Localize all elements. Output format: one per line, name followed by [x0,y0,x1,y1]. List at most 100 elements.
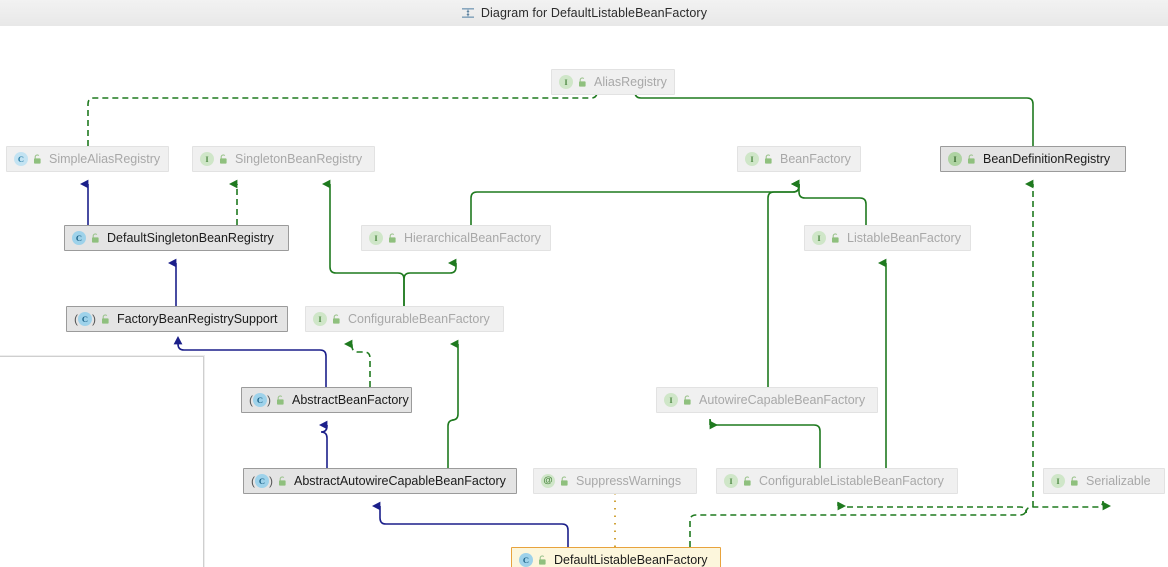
class-node-hierarchicalbeanfactory[interactable]: I HierarchicalBeanFactory [361,225,551,251]
abstract-marker: C [249,393,271,407]
class-node-label: AliasRegistry [594,74,667,89]
edge-hierarchicalbeanfactory-beanfactory [470,179,800,225]
node-icons: I [559,75,588,89]
node-icons: I [1051,474,1080,488]
node-icons: @ [541,474,570,488]
lock-icon [277,394,284,405]
class-node-autowirecapablebeanfactory[interactable]: I AutowireCapableBeanFactory [656,387,878,413]
class-node-serializable[interactable]: I Serializable [1043,468,1165,494]
class-node-label: ListableBeanFactory [847,230,961,245]
edge-defaultlistablebeanfactory-serializable [1025,500,1111,514]
node-icons: I [948,152,977,166]
edge-abstractbeanfactory-configurablebeanfactory [344,339,371,387]
class-node-label: AbstractAutowireCapableBeanFactory [294,473,506,488]
class-node-beanfactory[interactable]: I BeanFactory [737,146,861,172]
interface-icon: I [664,393,678,407]
lock-icon [34,153,41,164]
diagram-icon [461,7,475,20]
window-title: Diagram for DefaultListableBeanFactory [480,6,708,20]
lock-icon [832,232,839,243]
class-node-label: DefaultSingletonBeanRegistry [107,230,274,245]
class-node-configurablelistablebeanfactory[interactable]: I ConfigurableListableBeanFactory [716,468,958,494]
class-node-aliasregistry[interactable]: I AliasRegistry [551,69,675,95]
edge-abstractbeanfactory-factorybeanregistrysupport [170,339,327,387]
class-node-label: SuppressWarnings [576,473,682,488]
lock-icon [968,153,975,164]
interface-icon: I [948,152,962,166]
interface-icon: I [1051,474,1065,488]
class-node-label: ConfigurableListableBeanFactory [759,473,944,488]
interface-icon: I [745,152,759,166]
class-node-label: BeanFactory [780,151,851,166]
lock-icon [765,153,772,164]
interface-icon: I [369,231,383,245]
edge-abstractautowirecapablebeanfactory-abstractbeanfactory [319,420,328,468]
interface-icon: I [200,152,214,166]
interface-icon: I [313,312,327,326]
edge-autowirecapablebeanfactory-beanfactory [767,179,800,387]
edge-defaultlistablebeanfactory-configurablelistablebeanfactory [689,500,1027,547]
diagram-preview-panel[interactable] [0,356,204,567]
abstract-marker: C [74,312,96,326]
class-node-singletonbeanregistry[interactable]: I SingletonBeanRegistry [192,146,375,172]
lock-icon [102,313,109,324]
class-icon: C [519,553,533,567]
class-node-label: AbstractBeanFactory [292,392,409,407]
node-icons: I [724,474,753,488]
class-node-label: BeanDefinitionRegistry [983,151,1111,166]
class-icon: C [255,474,269,488]
class-node-label: FactoryBeanRegistrySupport [117,311,278,326]
node-icons: I [369,231,398,245]
node-icons: I [664,393,693,407]
interface-icon: I [812,231,826,245]
lock-icon [684,394,691,405]
class-node-label: HierarchicalBeanFactory [404,230,541,245]
node-icons: I [812,231,841,245]
lock-icon [579,76,586,87]
class-node-suppresswarnings[interactable]: @ SuppressWarnings [533,468,697,494]
interface-icon: I [559,75,573,89]
class-node-label: Serializable [1086,473,1151,488]
node-icons: C [519,553,548,567]
window-title-bar: Diagram for DefaultListableBeanFactory [0,0,1168,27]
node-icons: C [72,231,101,245]
class-node-label: SingletonBeanRegistry [235,151,363,166]
lock-icon [1071,475,1078,486]
lock-icon [561,475,568,486]
class-node-label: ConfigurableBeanFactory [348,311,490,326]
node-icons: I [200,152,229,166]
interface-icon: I [724,474,738,488]
edge-beandefinitionregistry-aliasregistry [627,77,1034,146]
class-node-simplealiasregistry[interactable]: C SimpleAliasRegistry [6,146,169,172]
class-icon: C [14,152,28,166]
lock-icon [333,313,340,324]
class-node-label: SimpleAliasRegistry [49,151,161,166]
class-node-beandefinitionregistry[interactable]: I BeanDefinitionRegistry [940,146,1126,172]
lock-icon [92,232,99,243]
lock-icon [539,554,546,565]
class-node-abstractautowirecapablebeanfactory[interactable]: C AbstractAutowireCapableBeanFactory [243,468,517,494]
lock-icon [279,475,286,486]
edge-configurablebeanfactory-hierarchicalbeanfactory [403,258,457,306]
lock-icon [389,232,396,243]
class-node-factorybeanregistrysupport[interactable]: C FactoryBeanRegistrySupport [66,306,288,332]
class-node-listablebeanfactory[interactable]: I ListableBeanFactory [804,225,971,251]
node-icons: I [745,152,774,166]
node-icons: C [249,393,286,407]
node-icons: C [14,152,43,166]
annotation-icon: @ [541,474,555,488]
node-icons: C [251,474,288,488]
class-node-abstractbeanfactory[interactable]: C AbstractBeanFactory [241,387,412,413]
node-icons: I [313,312,342,326]
class-node-defaultsingletonbeanregistry[interactable]: C DefaultSingletonBeanRegistry [64,225,289,251]
edge-configurablelistablebeanfactory-autowirecapablebeanfactory [709,418,821,468]
edge-defaultlistablebeanfactory-abstractautowirecapablebeanfactory [372,501,569,547]
lock-icon [744,475,751,486]
node-icons: C [74,312,111,326]
class-node-configurablebeanfactory[interactable]: I ConfigurableBeanFactory [305,306,504,332]
class-icon: C [253,393,267,407]
class-node-label: AutowireCapableBeanFactory [699,392,866,407]
class-icon: C [72,231,86,245]
